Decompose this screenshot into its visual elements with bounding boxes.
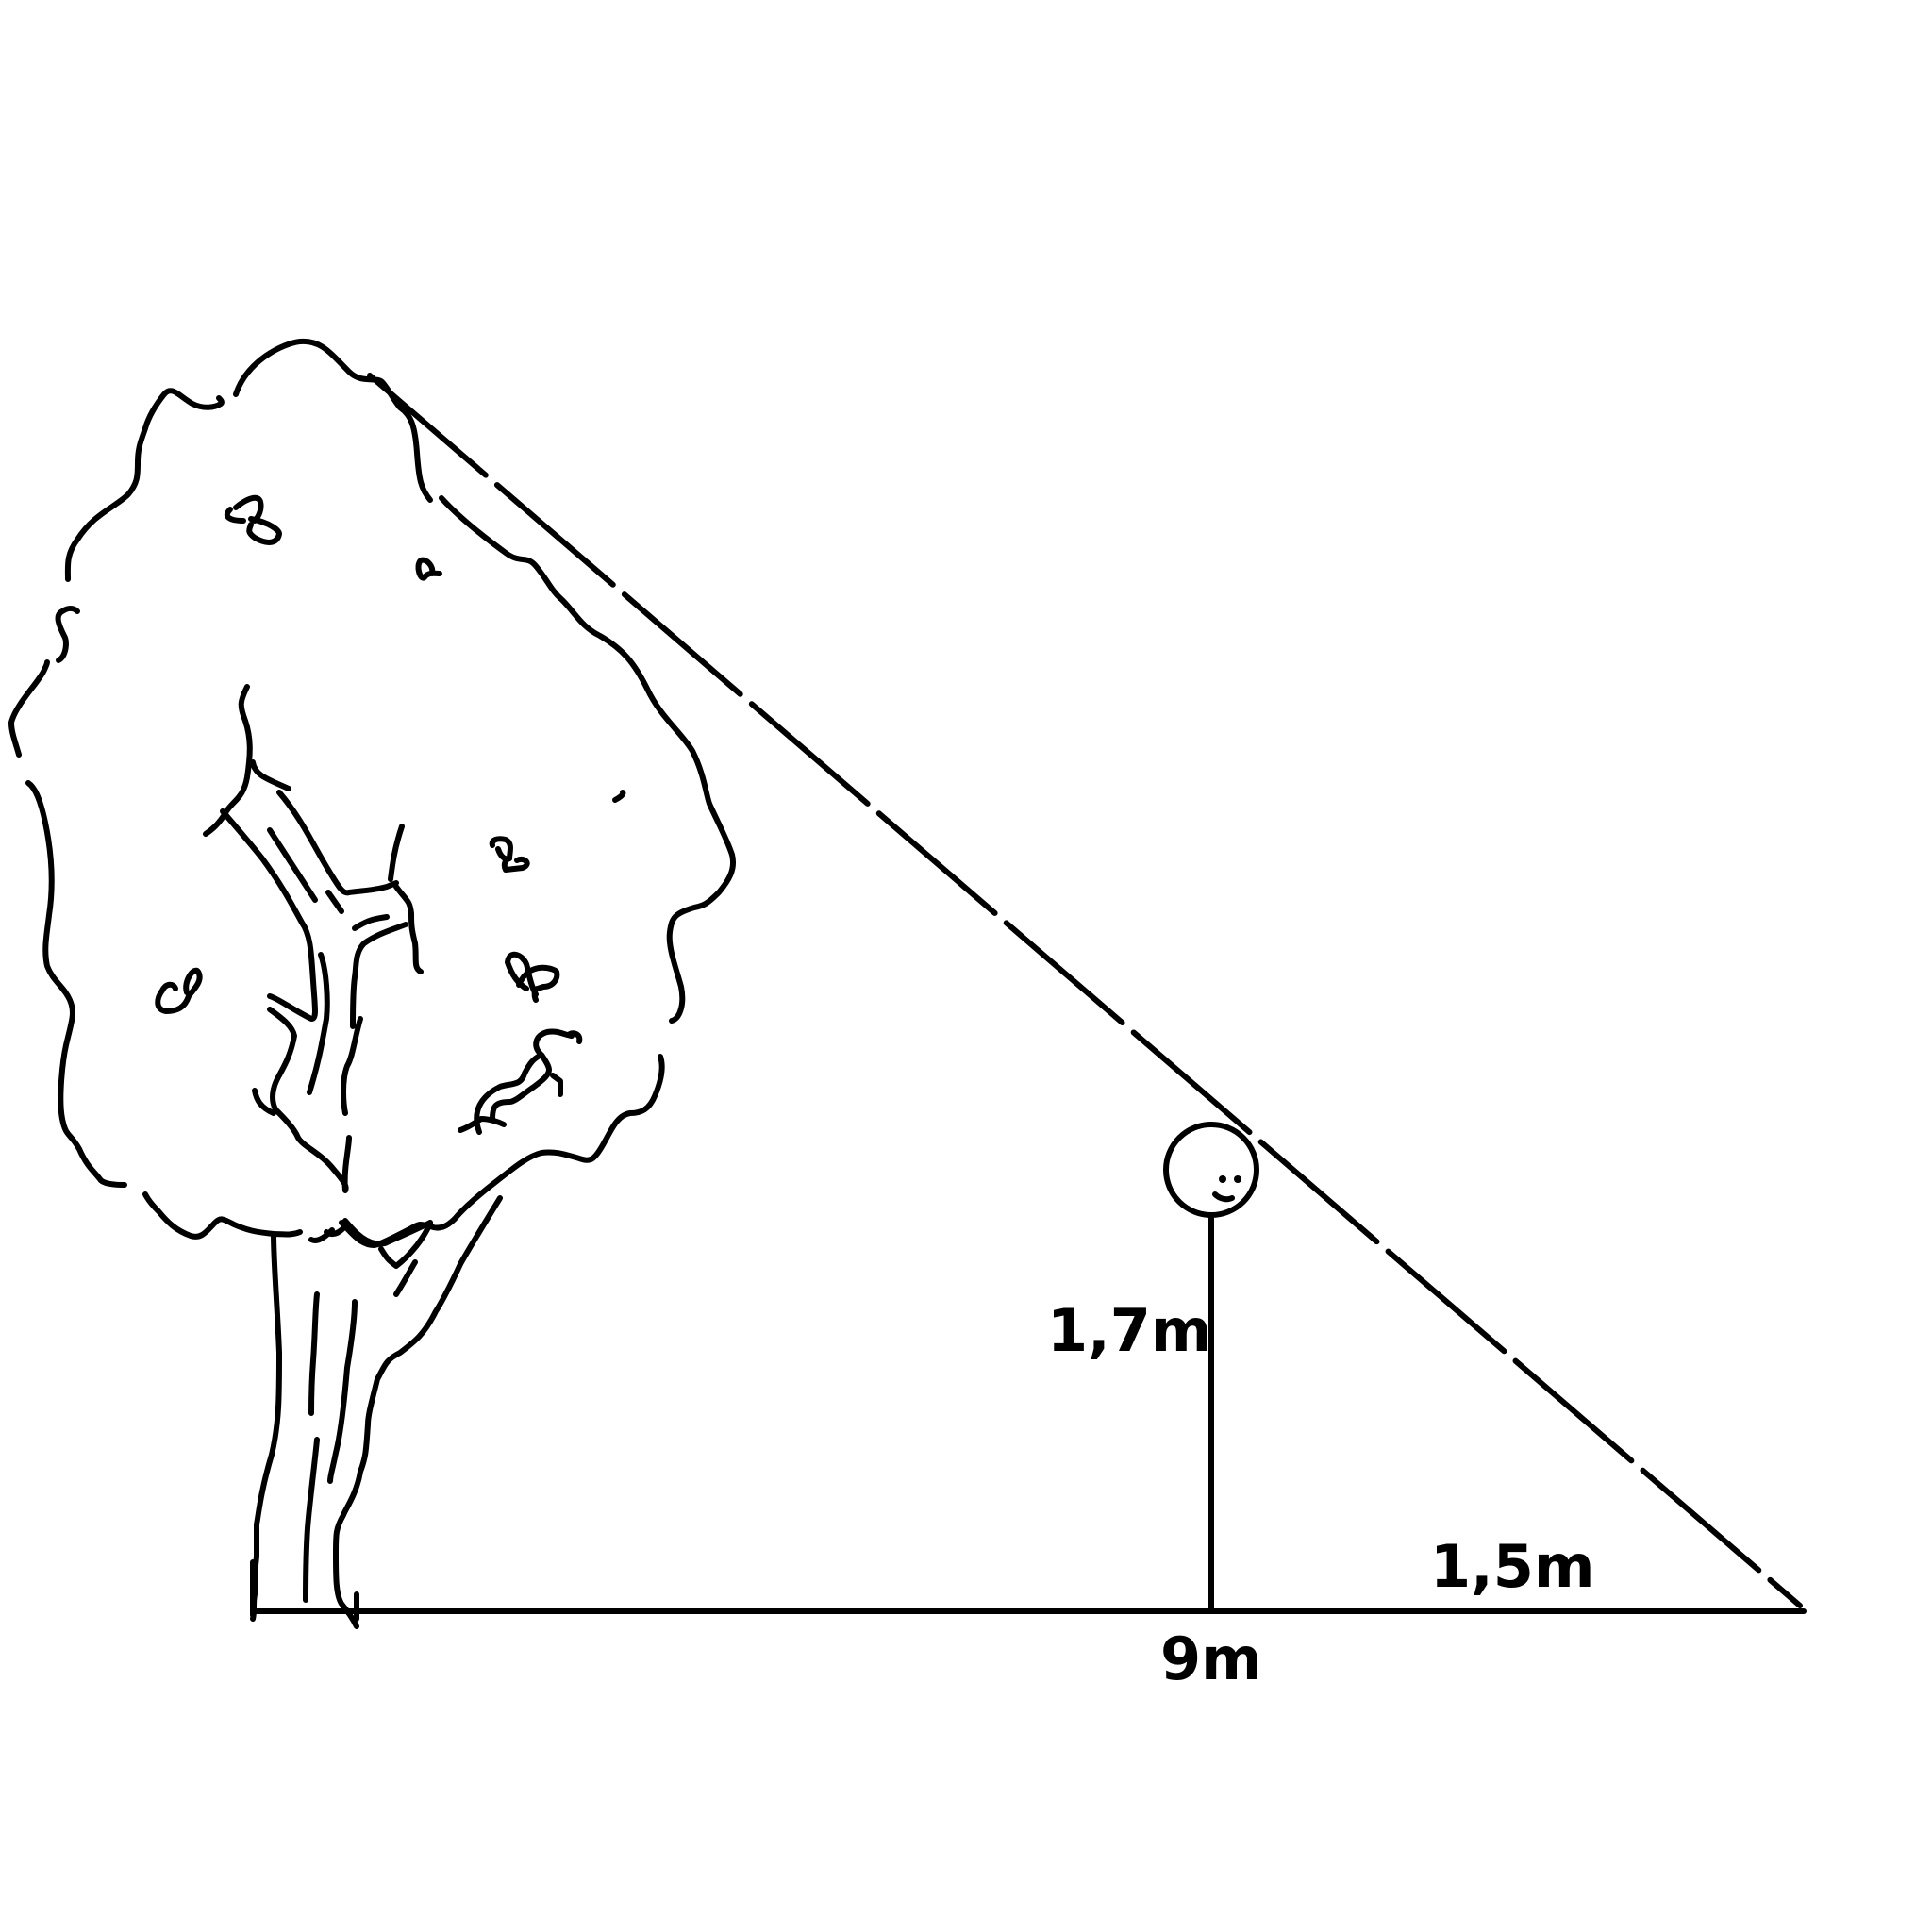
tree-leaf-marks [155, 494, 626, 1014]
person-mouth [1212, 1191, 1235, 1203]
tree-canopy [8, 338, 736, 1248]
person-height-label: 1,7m [1047, 1296, 1211, 1365]
ground-distance-label: 9m [1160, 1624, 1262, 1693]
tree [8, 338, 736, 1629]
tree-trunk [250, 1195, 503, 1629]
person-right-eye [1234, 1175, 1241, 1183]
sun-ray-dashed-line [367, 373, 1803, 1608]
shadow-tip-distance-label: 1,5m [1430, 1532, 1594, 1601]
person-head [1163, 1122, 1259, 1218]
tree-branches [203, 684, 583, 1193]
person [1163, 1122, 1259, 1614]
person-left-eye [1219, 1175, 1226, 1183]
